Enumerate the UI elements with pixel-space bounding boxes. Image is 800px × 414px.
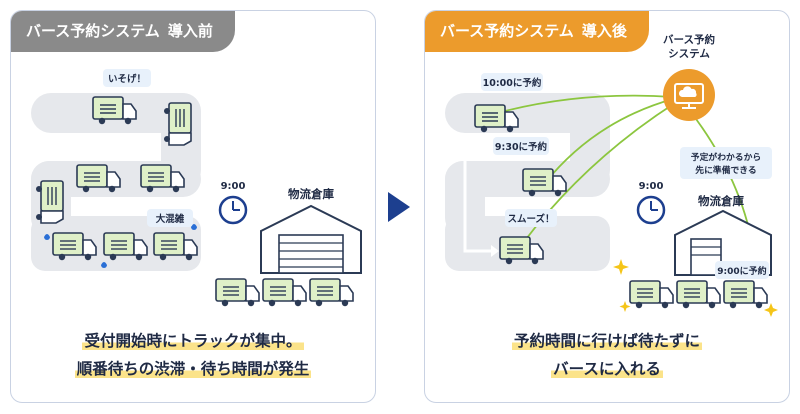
truck-icon: [723, 280, 768, 310]
sweat-icon: [44, 234, 50, 240]
clock-icon: [636, 195, 666, 225]
svg-text:9:00に予約: 9:00に予約: [717, 265, 766, 277]
bubble-930: 9:30に予約: [493, 137, 549, 155]
before-caption-line1: 受付開始時にトラックが集中。: [82, 332, 304, 350]
next-arrow-icon: [388, 192, 410, 222]
before-scene: いそげ！ 大混雑 9:00 物流倉庫: [31, 69, 362, 308]
after-title-sub: 導入後: [581, 22, 627, 40]
bubble-ready: 予定がわかるから 先に準備できる: [680, 147, 772, 179]
before-clock-time: 9:00: [221, 181, 246, 192]
svg-text:いそげ！: いそげ！: [108, 73, 146, 85]
before-title-sub: 導入前: [167, 22, 213, 40]
after-clock-time: 9:00: [639, 181, 664, 192]
svg-text:9:30に予約: 9:30に予約: [495, 141, 548, 153]
warehouse-icon: [674, 209, 772, 276]
sweat-icon: [101, 262, 107, 268]
panel-before: バース予約システム導入前: [10, 10, 376, 403]
before-title-tag: バース予約システム導入前: [11, 11, 235, 52]
truck-icon: [215, 278, 260, 308]
system-label-1: バース予約: [663, 33, 715, 46]
system-label-2: システム: [668, 48, 710, 60]
before-title-main: バース予約システム: [26, 22, 160, 40]
clock-icon: [218, 195, 248, 225]
route-arrow: [463, 151, 495, 253]
after-caption-line2: バースに入れる: [551, 360, 663, 378]
truck-icon: [309, 278, 354, 308]
bubble-900: 9:00に予約: [715, 261, 769, 279]
after-title-tag: バース予約システム導入後: [425, 11, 649, 52]
after-caption-line1: 予約時間に行けば待たずに: [511, 332, 702, 350]
svg-text:10:00に予約: 10:00に予約: [483, 77, 542, 89]
sparkle-icon: [619, 301, 631, 312]
after-warehouse-label: 物流倉庫: [698, 194, 744, 208]
before-warehouse-label: 物流倉庫: [288, 187, 334, 201]
warehouse-icon: [260, 204, 362, 274]
truck-icon: [629, 280, 674, 310]
bubble-smooth: スムーズ！: [505, 209, 557, 227]
after-scene: 10:00に予約 9:30に予約 スムーズ！ バース予約 システム 予定がわかる…: [445, 33, 778, 317]
bubble-jam: 大混雑: [147, 209, 193, 227]
svg-text:予定がわかるから: 予定がわかるから: [691, 151, 761, 163]
svg-text:先に準備できる: 先に準備できる: [695, 164, 756, 176]
sparkle-icon: [613, 259, 629, 275]
bubble-hurry: いそげ！: [103, 69, 151, 87]
panel-after: バース予約システム導入後: [424, 10, 790, 403]
cloud-monitor-icon: [663, 69, 715, 121]
truck-icon: [676, 280, 721, 310]
sparkle-icon: [764, 303, 778, 317]
before-caption-line2: 順番待ちの渋滞・待ち時間が発生: [74, 360, 312, 378]
after-title-main: バース予約システム: [440, 22, 574, 40]
sweat-icon: [191, 224, 197, 230]
bubble-1000: 10:00に予約: [481, 73, 543, 91]
svg-text:スムーズ！: スムーズ！: [507, 213, 554, 225]
truck-icon: [262, 278, 307, 308]
svg-text:大混雑: 大混雑: [156, 213, 185, 225]
